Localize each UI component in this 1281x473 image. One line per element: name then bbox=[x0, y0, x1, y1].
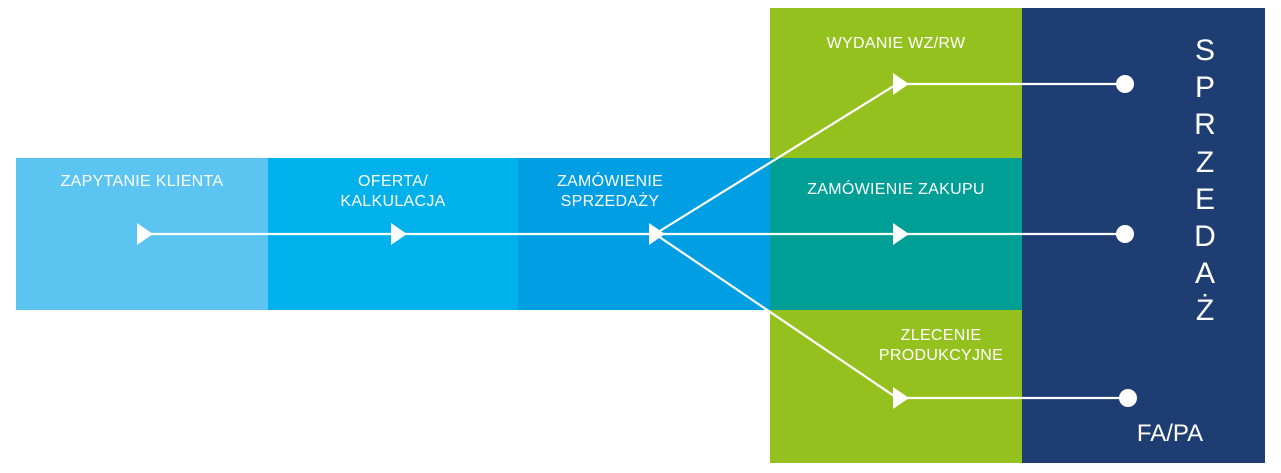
label-zlecenie-produkcyjne: ZLECENIE PRODUKCYJNE bbox=[860, 326, 1022, 366]
label-oferta-line-1: OFERTA/ bbox=[358, 173, 428, 190]
label-oferta-kalkulacja: OFERTA/ KALKULACJA bbox=[268, 172, 518, 212]
label-zamowienie-line-1: ZAMÓWIENIE bbox=[556, 173, 664, 190]
sale-letter: P bbox=[1194, 71, 1215, 105]
arrow-marker-oferta bbox=[391, 223, 407, 245]
arrow-marker-zamowienie bbox=[649, 223, 665, 245]
endpoint-dot-top bbox=[1116, 75, 1134, 93]
flow-line-branch-up bbox=[654, 83, 898, 235]
endpoint-dot-middle bbox=[1116, 225, 1134, 243]
sale-letter: A bbox=[1194, 257, 1215, 291]
label-wydanie-wz-rw: WYDANIE WZ/RW bbox=[826, 35, 966, 52]
arrow-marker-zlecenie bbox=[893, 387, 909, 409]
label-zamowienie-sprzedazy: ZAMÓWIENIE SPRZEDAŻY bbox=[518, 172, 702, 212]
sale-letter: E bbox=[1194, 182, 1215, 216]
arrow-marker-zakup bbox=[893, 223, 909, 245]
sale-letter: Z bbox=[1195, 145, 1215, 179]
label-zamowienie-zakupu: ZAMÓWIENIE ZAKUPU bbox=[807, 181, 985, 198]
sale-letter: Ż bbox=[1195, 294, 1215, 328]
arrow-marker-wydanie bbox=[893, 73, 909, 95]
label-fa-pa: FA/PA bbox=[1136, 420, 1204, 447]
sale-letter: R bbox=[1194, 108, 1216, 142]
sale-letter: D bbox=[1194, 219, 1216, 253]
label-zapytanie-klienta: ZAPYTANIE KLIENTA bbox=[60, 173, 224, 190]
endpoint-dot-bottom bbox=[1119, 389, 1137, 407]
flow-line-branch-down bbox=[654, 233, 898, 399]
label-zlecenie-line-2: PRODUKCYJNE bbox=[878, 347, 1004, 364]
label-oferta-line-2: KALKULACJA bbox=[340, 193, 446, 210]
sale-letter: S bbox=[1194, 34, 1215, 67]
label-zlecenie-line-1: ZLECENIE bbox=[900, 327, 982, 344]
arrow-marker-zapytanie bbox=[137, 223, 153, 245]
sale-vertical-title: S P R Z E D A Ż bbox=[1175, 32, 1235, 330]
label-zamowienie-line-2: SPRZEDAŻY bbox=[560, 193, 660, 210]
